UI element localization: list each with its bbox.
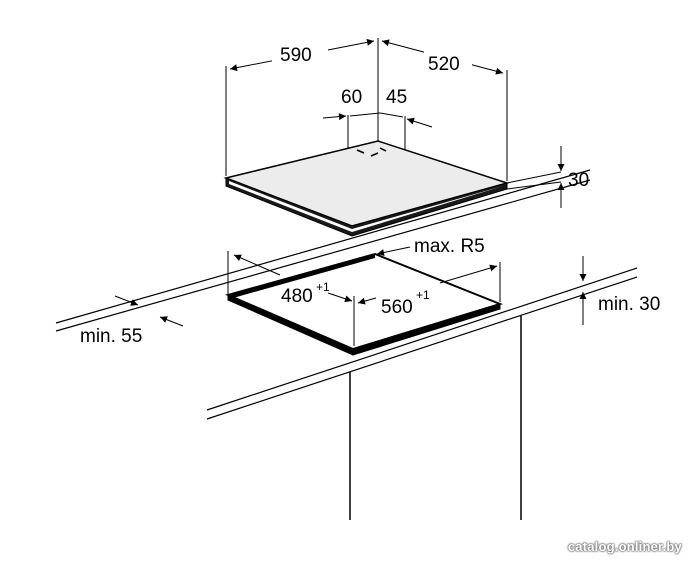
dim-height [506, 146, 565, 208]
dim-offset-right: 45 [386, 87, 407, 108]
worktop [55, 169, 638, 520]
dim-overall [225, 38, 508, 181]
hob [223, 140, 510, 237]
cutout [225, 252, 504, 356]
watermark: catalog.onliner.by [567, 539, 682, 554]
dim-min-front [114, 295, 184, 327]
dim-min-front-label: min. 55 [80, 326, 142, 347]
hob-top-surface [223, 140, 510, 227]
dim-offset-left: 60 [341, 87, 362, 108]
dim-cutout-width: 560 [381, 297, 413, 318]
dim-width-total: 590 [280, 45, 312, 66]
dim-radius [376, 246, 411, 256]
hob-center-mark [356, 147, 387, 157]
dim-min-worktop-label: min. 30 [598, 294, 660, 315]
dim-offsets [322, 112, 433, 150]
dim-cutout [227, 251, 501, 346]
dim-radius-label: max. R5 [414, 236, 485, 257]
dim-cutout-width-tol: +1 [416, 288, 430, 302]
dim-cutout-depth-tol: +1 [316, 280, 330, 294]
dim-depth-total: 520 [428, 54, 460, 75]
dim-cutout-depth: 480 [281, 286, 313, 307]
